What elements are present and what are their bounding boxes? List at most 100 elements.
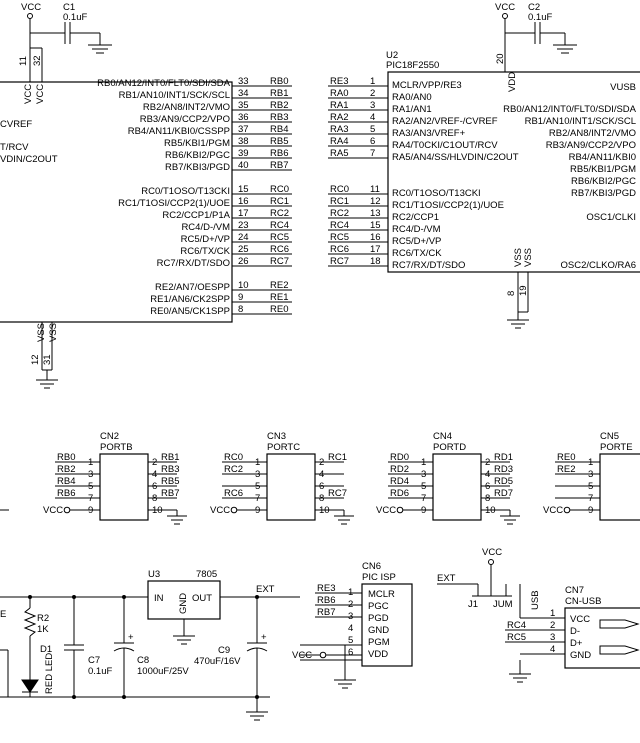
u2-pin-function: RA2/AN2/VREF-/CVREF xyxy=(392,116,498,127)
cn6-pin-label: PGM xyxy=(368,637,390,648)
connector-pin-number: 7 xyxy=(88,493,93,504)
u1-pin-function: RB0/AN12/INT0/FLT0/SDI/SDA xyxy=(97,78,231,89)
connector-right-net: RB7 xyxy=(161,488,179,499)
u2-net-label: RC5 xyxy=(330,232,349,243)
u2-net-label: RC1 xyxy=(330,196,349,207)
u2-pin-function: RC2/CCP1 xyxy=(392,212,439,223)
connector-pin-number: 10 xyxy=(319,505,330,516)
cn6-pin-number: 4 xyxy=(348,623,353,634)
connector-left-net: RB2 xyxy=(57,464,75,475)
c7-ref: C7 xyxy=(88,655,100,666)
connector-left-net: RE2 xyxy=(557,464,575,475)
u2-pin-number: 11 xyxy=(370,184,380,195)
u2-pin-number: 16 xyxy=(370,232,381,243)
u2-pin-number: 13 xyxy=(370,208,381,219)
u1-pin-function: RC6/TX/CK xyxy=(180,246,230,257)
u1-net-label: RC0 xyxy=(270,184,289,195)
connector-pin-number: 3 xyxy=(588,469,593,480)
u1-pin-number: 25 xyxy=(238,244,249,255)
u2-pin-number: 2 xyxy=(370,88,375,99)
connector-title: PORTD xyxy=(433,442,466,453)
c9-ref: C9 xyxy=(218,645,230,656)
jumper-ext-label: EXT xyxy=(437,573,456,584)
connector-pin-number: 9 xyxy=(421,505,426,516)
connector-pin-number: 4 xyxy=(152,469,157,480)
connector-pin-number: 9 xyxy=(588,505,593,516)
c8-plus: + xyxy=(128,632,134,643)
u1-net-label: RB6 xyxy=(270,148,288,159)
u2-pin-number: 4 xyxy=(370,112,375,123)
connector-left-net: RC0 xyxy=(224,452,243,463)
cn6-pin-number: 6 xyxy=(348,647,353,658)
u1-pin-number: 37 xyxy=(238,124,249,135)
c1-value: 0.1uF xyxy=(63,12,87,23)
cn7-title: CN-USB xyxy=(565,596,601,607)
connector-pin-number: 3 xyxy=(421,469,426,480)
u1-pin-number: 39 xyxy=(238,148,249,159)
u2-pin-function: RA5/AN4/SS/HLVDIN/C2OUT xyxy=(392,152,519,163)
connector-ref: CN4 xyxy=(433,431,452,442)
connector-ref: CN3 xyxy=(267,431,286,442)
jumper-jum: JUM xyxy=(493,599,513,610)
u3-gnd: GND xyxy=(178,593,189,614)
cn6-title: PIC ISP xyxy=(362,572,396,583)
connector-pin-number: 8 xyxy=(152,493,157,504)
u1-pin-function: RC0/T1OSO/T13CKI xyxy=(141,186,230,197)
connector-ref: CN5 xyxy=(600,431,619,442)
connector-pin-number: 5 xyxy=(255,481,260,492)
u1-pin-number: 26 xyxy=(238,256,249,267)
c2-net-label: VCC xyxy=(495,2,515,13)
power-jumper: EXT VCC J1 JUM USB xyxy=(437,547,565,619)
connector-pin-number: 7 xyxy=(255,493,260,504)
u2-right-pin-function: RB2/AN8/INT2/VMO xyxy=(549,128,636,139)
connector-ref: CN2 xyxy=(100,431,119,442)
connector-pin-number: 2 xyxy=(485,457,490,468)
connector-left-net: RC2 xyxy=(224,464,243,475)
connector-right-net: RB1 xyxy=(161,452,179,463)
connector-title: PORTB xyxy=(100,442,133,453)
connector-pin-number: 1 xyxy=(588,457,593,468)
u1-net-label: RE1 xyxy=(270,292,288,303)
u1-pin-number: 35 xyxy=(238,100,249,111)
u1-pin-number: 8 xyxy=(238,304,243,315)
u1-pin-number: 10 xyxy=(238,280,249,291)
cn7-pin-label: D- xyxy=(570,626,580,637)
u1-net-label: RC4 xyxy=(270,220,289,231)
u2-pin-function: RC1/T1OSI/CCP2(1)/UOE xyxy=(392,200,504,211)
cn6-net-label: RB7 xyxy=(317,607,335,618)
cn7-pin-number: 3 xyxy=(550,632,555,643)
connector-pin-number: 1 xyxy=(88,457,93,468)
connector-left-net: RD6 xyxy=(390,488,409,499)
u2-pin-number: 12 xyxy=(370,196,381,207)
u2-net-label: RC4 xyxy=(330,220,349,231)
connector-left-net: RD2 xyxy=(390,464,409,475)
u2-right-pin-function: RB0/AN12/INT0/FLT0/SDI/SDA xyxy=(503,104,637,115)
u2-pin-function: RC6/TX/CK xyxy=(392,248,442,259)
u1-pin-function: RC2/CCP1/P1A xyxy=(162,210,230,221)
cn7-pin-label: VCC xyxy=(570,614,590,625)
u2-pin-number: 5 xyxy=(370,124,375,135)
connector-pin-number: 9 xyxy=(255,505,260,516)
u1-pin-number: 23 xyxy=(238,220,249,231)
u2-pin-function: RC0/T1OSO/T13CKI xyxy=(392,188,481,199)
u3-in: IN xyxy=(154,593,164,604)
u2-pin-number: 17 xyxy=(370,244,381,255)
u1-net-label: RC1 xyxy=(270,196,289,207)
connector-pin-number: 7 xyxy=(588,493,593,504)
u1-pin-function: RC5/D+/VP xyxy=(181,234,230,245)
u1-pin-function: RB4/AN11/KBI0/CSSPP xyxy=(128,126,230,137)
u2-vss-pin-b: 19 xyxy=(518,285,529,296)
connector-right-net: RD7 xyxy=(494,488,513,499)
connector-left-net: RB0 xyxy=(57,452,75,463)
c1-capacitor: VCC C1 0.1uF 11 32 xyxy=(18,2,112,82)
u1-left-label-2: T/RCV xyxy=(0,142,29,153)
u2-ref: U2 xyxy=(386,50,398,61)
u2-net-label: RA3 xyxy=(330,124,348,135)
u2-vss-pin-a: 8 xyxy=(506,291,517,296)
cn6-net-label: RE3 xyxy=(317,583,335,594)
connector-left-net: RC6 xyxy=(224,488,243,499)
u2-right-pin-function: RB5/KBI1/PGM xyxy=(570,164,636,175)
u2-pin-function: RA4/T0CKI/C1OUT/RCV xyxy=(392,140,498,151)
